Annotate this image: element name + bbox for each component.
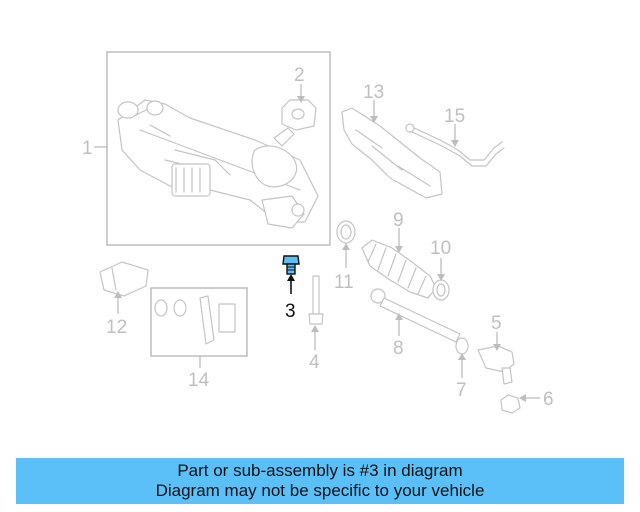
callout-10: 10 (430, 238, 451, 259)
inner-tie-rod-part[interactable] (370, 288, 461, 343)
callout-6: 6 (543, 389, 554, 410)
info-banner: Part or sub-assembly is #3 in diagram Di… (16, 458, 624, 504)
leader-lines (94, 84, 540, 402)
steering-gear-part[interactable] (117, 99, 319, 229)
clamp-part[interactable] (336, 220, 356, 244)
kit-box (150, 287, 248, 357)
banner-line-2: Diagram may not be specific to your vehi… (155, 481, 485, 500)
callout-5: 5 (491, 313, 502, 334)
jam-nut-part[interactable] (455, 337, 469, 355)
callout-2: 2 (294, 65, 305, 86)
bolt-part[interactable] (308, 275, 324, 325)
insulator-part[interactable] (281, 99, 317, 131)
callout-14: 14 (188, 370, 210, 391)
parts-diagram: 1 2 3 4 5 6 7 8 9 10 11 12 13 14 15 (82, 51, 554, 414)
heat-shield-part[interactable] (341, 107, 443, 199)
boot-part[interactable] (361, 239, 437, 299)
highlighted-bolt-part[interactable] (282, 255, 300, 275)
small-clamp-part[interactable] (432, 279, 450, 301)
callout-15: 15 (444, 106, 465, 127)
assembly-box (106, 51, 331, 246)
hose-part[interactable] (405, 123, 505, 167)
callout-9: 9 (393, 210, 404, 231)
active-leader (287, 274, 295, 294)
callout-3[interactable]: 3 (285, 301, 296, 322)
callout-13: 13 (363, 82, 384, 103)
callout-1: 1 (82, 138, 93, 159)
repair-kit-part[interactable] (154, 295, 236, 345)
bracket-part[interactable] (99, 261, 149, 297)
callout-4: 4 (309, 352, 320, 373)
callout-12: 12 (106, 317, 127, 338)
tie-rod-end-part[interactable] (477, 345, 515, 385)
callout-11: 11 (334, 272, 354, 293)
castle-nut-part[interactable] (500, 394, 521, 414)
banner-line-1: Part or sub-assembly is #3 in diagram (177, 461, 463, 480)
callout-7: 7 (456, 380, 467, 401)
callout-8: 8 (393, 338, 404, 359)
